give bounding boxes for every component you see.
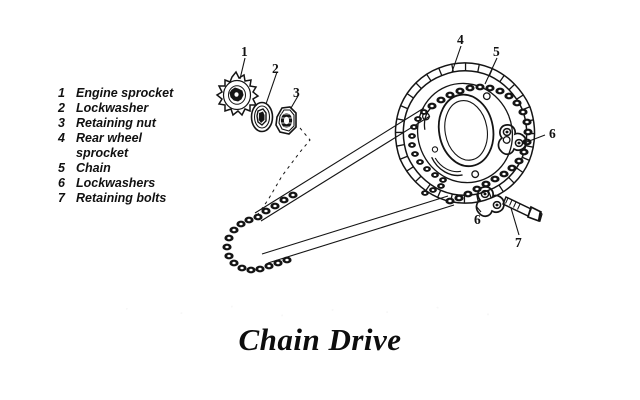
legend-label-4: Rear wheel — [76, 131, 143, 145]
callout-1: 1 — [241, 44, 248, 59]
parts-legend: 1 Engine sprocket 2 Lockwasher 3 Retaini… — [58, 86, 233, 206]
legend-number-7: 7 — [58, 191, 65, 205]
chain-art — [222, 83, 533, 274]
legend-item-5: 5 Chain — [58, 161, 233, 176]
legend-number-3: 3 — [58, 116, 65, 130]
legend-label-5: Chain — [76, 161, 111, 175]
legend-number-5: 5 — [58, 161, 65, 175]
legend-item-6: 6 Lockwashers — [58, 176, 233, 191]
retaining-bolt-art — [502, 195, 543, 223]
legend-label-4-continued: sprocket — [76, 146, 129, 160]
callout-6-lower: 6 — [474, 212, 481, 227]
callout-3: 3 — [293, 85, 300, 100]
legend-label-2: Lockwasher — [76, 101, 149, 115]
lockwasher-small-art — [250, 101, 274, 133]
legend-label-1: Engine sprocket — [76, 86, 174, 100]
legend-label-7: Retaining bolts — [76, 191, 167, 205]
leader-line-5 — [484, 57, 498, 85]
callout-4: 4 — [457, 32, 464, 47]
legend-item-7: 7 Retaining bolts — [58, 191, 233, 206]
legend-label-3: Retaining nut — [76, 116, 156, 130]
leader-line-1 — [239, 57, 246, 80]
legend-item-4-continued: sprocket — [58, 146, 233, 161]
legend-number-4: 4 — [58, 131, 65, 145]
figure-title: Chain Drive — [238, 322, 402, 357]
legend-item-3: 3 Retaining nut — [58, 116, 233, 131]
legend-number-1: 1 — [58, 86, 65, 100]
rear-sprocket-art — [394, 62, 536, 204]
callout-6-upper: 6 — [549, 126, 556, 141]
legend-label-6: Lockwashers — [76, 176, 156, 190]
callout-7: 7 — [515, 235, 522, 250]
callout-5: 5 — [493, 44, 500, 59]
leader-line-7 — [510, 207, 520, 236]
leader-line-3 — [290, 95, 299, 109]
legend-item-2: 2 Lockwasher — [58, 101, 233, 116]
callout-2: 2 — [272, 61, 279, 76]
retaining-nut-art — [275, 106, 297, 135]
leader-line-6b — [475, 205, 482, 213]
leader-line-6a — [523, 134, 546, 144]
legend-number-6: 6 — [58, 176, 65, 190]
leader-line-assembly — [257, 127, 311, 215]
legend-item-1: 1 Engine sprocket — [58, 86, 233, 101]
legend-item-4: 4 Rear wheel — [58, 131, 233, 146]
legend-number-2: 2 — [58, 101, 65, 115]
engine-sprocket-art — [215, 70, 260, 117]
leader-line-2 — [265, 71, 278, 105]
leader-line-4 — [451, 45, 462, 73]
